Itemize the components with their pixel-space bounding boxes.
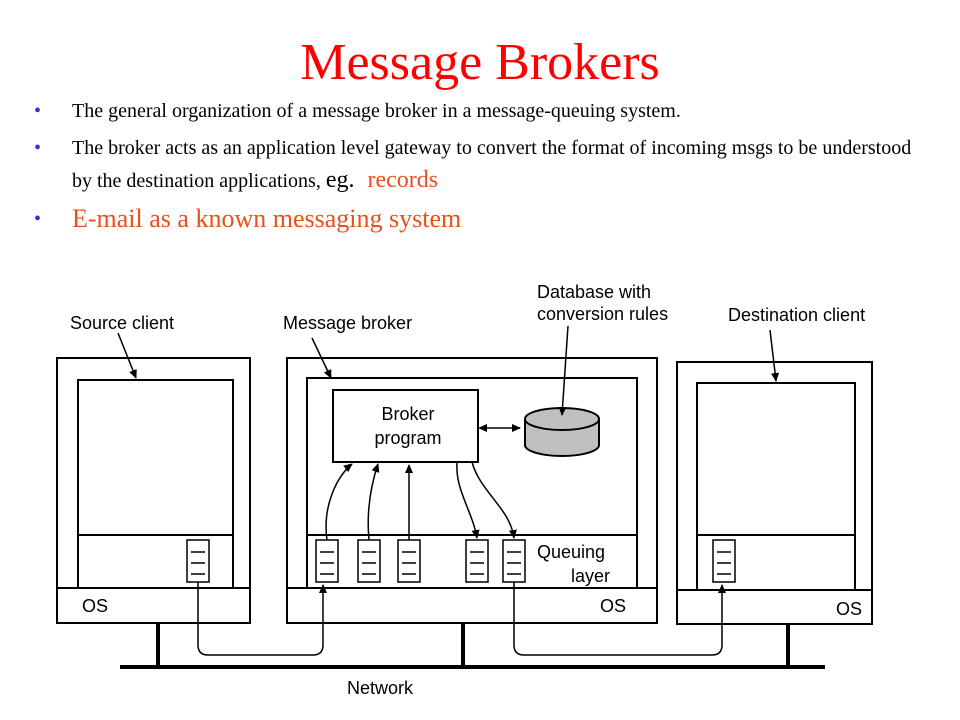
destination-client-pointer (769, 329, 780, 382)
database-label-line1: Database with (537, 282, 651, 302)
broker-machine-box (286, 357, 658, 624)
broker-to-destination-path (513, 582, 726, 656)
os-label-source: OS (82, 596, 108, 616)
database-label-line2: conversion rules (537, 304, 668, 324)
source-client-pointer (117, 332, 137, 379)
queue-icon (315, 539, 339, 583)
bullet-text: The broker acts as an application level … (72, 137, 912, 192)
bullet-item: • The general organization of a message … (30, 96, 930, 126)
broker-to-queue-arrow (456, 461, 480, 539)
network-bus (120, 623, 825, 669)
broker-inner-box (306, 377, 638, 536)
queue-to-broker-arrow (367, 463, 380, 541)
bullet-list: • The general organization of a message … (30, 96, 930, 235)
queue-icon (186, 539, 210, 583)
destination-client-label: Destination client (728, 305, 865, 325)
broker-program-box (332, 389, 479, 463)
broker-program-label-line1: Broker (381, 404, 434, 424)
bullet-eg-text: eg. (325, 167, 355, 193)
slide-title: Message Brokers (300, 34, 660, 91)
bullet-item: • The broker acts as an application leve… (30, 132, 930, 197)
source-client-app (77, 379, 234, 536)
os-label-broker: OS (600, 596, 626, 616)
broker-program-label-line2: program (374, 428, 441, 448)
bullet-records-text: records (367, 167, 439, 193)
bullet-text: The general organization of a message br… (72, 100, 681, 122)
bullet-text: E-mail as a known messaging system (72, 204, 462, 233)
bullet-dot-icon: • (34, 100, 42, 122)
bullet-item: • E-mail as a known messaging system (30, 203, 930, 235)
queuing-layer-label-line1: Queuing (537, 542, 605, 562)
bullet-dot-icon: • (34, 137, 42, 159)
source-to-broker-path (197, 582, 327, 656)
bullet-dot-icon: • (34, 208, 42, 230)
queue-icon (465, 539, 489, 583)
database-pointer (558, 325, 569, 416)
destination-client-box (676, 361, 873, 625)
queue-to-broker-arrow (325, 463, 353, 541)
queue-icon (357, 539, 381, 583)
network-label: Network (347, 678, 414, 698)
database-icon (524, 407, 600, 457)
source-client-box (56, 357, 251, 624)
queue-icon (502, 539, 526, 583)
destination-client-app (696, 382, 856, 536)
os-label-destination: OS (836, 599, 862, 619)
queuing-layer-label-line2: layer (571, 566, 610, 586)
queue-icon (712, 539, 736, 583)
message-broker-label: Message broker (283, 313, 412, 333)
source-client-label: Source client (70, 313, 174, 333)
broker-to-queue-arrow (471, 461, 517, 539)
message-broker-pointer (311, 337, 332, 379)
queue-group (186, 539, 736, 583)
queue-icon (397, 539, 421, 583)
